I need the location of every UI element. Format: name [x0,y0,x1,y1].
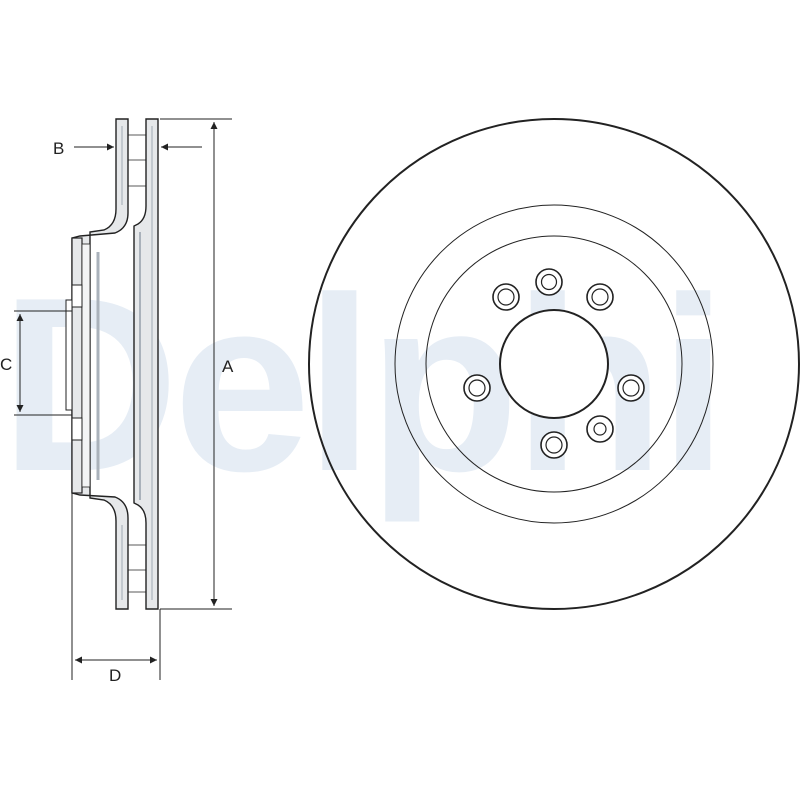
locating-screw-hole [586,415,614,443]
brand-watermark: Delphi [0,245,722,523]
disc-outer-edge [308,118,800,610]
disc-front-view [308,118,800,610]
dimension-lines: A B C D [0,118,234,685]
dim-a-label: A [222,357,234,376]
disc-side-view [65,118,159,610]
stud-hole [586,283,614,311]
stud-hole [535,268,563,296]
hat-outer-edge [425,235,683,493]
disc-outer-plate [133,118,159,610]
stud-hole-lower [71,417,83,441]
stud-hole [492,283,520,311]
centre-bore [499,309,609,419]
stud-hole-upper [71,284,83,308]
hat-inner-face [81,243,91,488]
dim-b-label: B [53,139,64,158]
stud-hole [540,431,568,459]
stud-hole [617,374,645,402]
dim-d-label: D [109,666,121,685]
dim-c-label: C [0,355,12,374]
friction-ring-inner-edge [394,204,714,524]
stud-hole [463,374,491,402]
hat-wall [71,237,83,494]
pilot-bore-section [65,299,73,411]
